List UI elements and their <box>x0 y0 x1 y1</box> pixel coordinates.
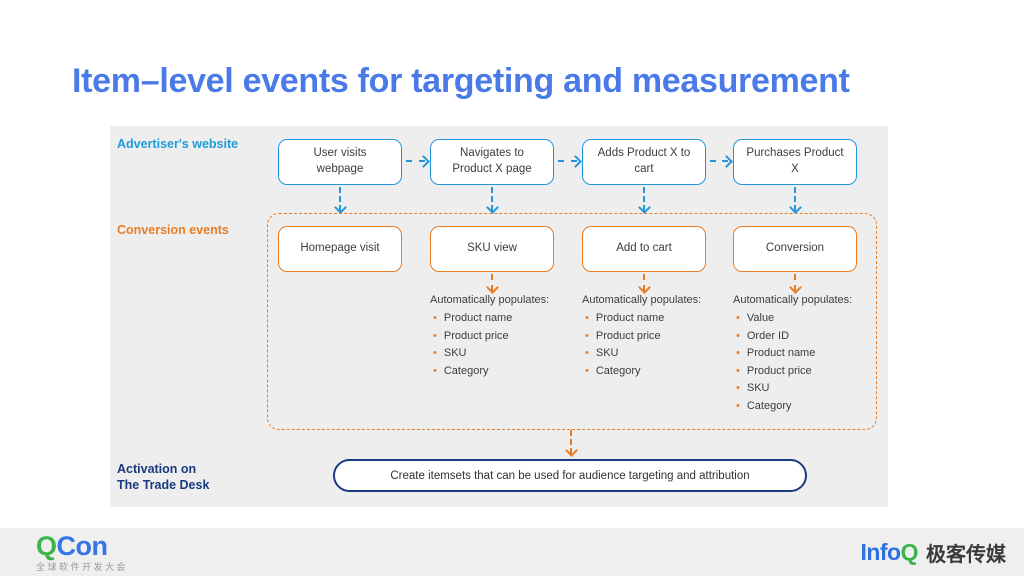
bullet-icon: • <box>585 312 589 324</box>
arrow-down-icon <box>794 187 796 211</box>
bullet-icon: • <box>585 364 589 377</box>
list-item: • Category <box>430 363 580 381</box>
list-item-text: Product name <box>595 312 665 324</box>
arrow-right-icon <box>406 160 425 162</box>
infoq-info-letters: Info <box>860 538 901 565</box>
list-item: • Product price <box>430 328 580 346</box>
populate-list-conversion: Automatically populates: • Value • Order I… <box>733 294 883 415</box>
infoq-brand-name: 极客传媒 <box>926 543 1006 566</box>
flow-box-navigates-product-page: Navigates to Product X page <box>430 139 554 185</box>
flow-box-purchases: Purchases Product X <box>733 139 857 185</box>
qcon-logo: QCon 全球软件开发大会 <box>36 530 129 572</box>
bullet-icon: • <box>736 347 740 359</box>
infoq-wordmark: InfoQ <box>860 539 918 566</box>
infoq-logo: InfoQ 极客传媒 <box>860 538 1006 567</box>
bullet-icon: • <box>433 312 437 324</box>
arrow-right-icon <box>710 160 728 162</box>
list-item: • Category <box>582 363 732 381</box>
list-item: • SKU <box>430 345 580 363</box>
qcon-subtitle: 全球软件开发大会 <box>36 561 129 572</box>
qcon-q-letter: Q <box>36 530 57 561</box>
conversion-box-add-to-cart: Add to cart <box>582 226 706 272</box>
bullet-icon: • <box>433 364 437 377</box>
label-activation-line2: The Trade Desk <box>117 478 210 492</box>
populate-heading: Automatically populates: <box>733 294 853 306</box>
list-item-text: Product name <box>443 312 513 324</box>
list-item: • Value <box>733 310 883 328</box>
populate-heading: Automatically populates: <box>582 294 702 306</box>
arrow-right-icon <box>558 160 577 162</box>
qcon-con-letters: Con <box>56 530 108 561</box>
label-advertisers-website: Advertiser's website <box>117 137 239 151</box>
bullet-icon: • <box>736 382 740 394</box>
list-item-text: SKU <box>443 347 467 359</box>
list-item-text: Product price <box>746 364 812 377</box>
arrow-down-icon <box>570 430 572 454</box>
populate-heading: Automatically populates: <box>430 294 550 306</box>
list-item: • SKU <box>733 380 883 398</box>
bullet-icon: • <box>585 329 589 342</box>
list-item: • SKU <box>582 345 732 363</box>
list-item-text: SKU <box>595 347 619 359</box>
list-item-text: Product name <box>746 347 816 359</box>
list-item-text: Value <box>746 312 775 324</box>
list-item: • Category <box>733 398 883 416</box>
populate-list-add-to-cart: Automatically populates: • Product name •… <box>582 294 732 380</box>
diagram-panel: Advertiser's website Conversion events A… <box>110 126 888 507</box>
slide-title: Item–level events for targeting and meas… <box>72 62 850 100</box>
bullet-icon: • <box>433 329 437 342</box>
infoq-q-letter: Q <box>900 538 919 565</box>
bullet-icon: • <box>736 399 740 412</box>
arrow-down-icon <box>339 187 341 211</box>
label-conversion-events: Conversion events <box>117 223 229 237</box>
bullet-icon: • <box>585 347 589 359</box>
list-item-text: Product price <box>443 329 509 342</box>
list-item: • Product name <box>430 310 580 328</box>
label-activation: Activation on The Trade Desk <box>117 461 209 493</box>
bullet-icon: • <box>736 364 740 377</box>
qcon-wordmark: QCon <box>36 530 128 561</box>
list-item-text: Category <box>746 399 792 412</box>
arrow-down-icon <box>794 274 796 291</box>
arrow-down-icon <box>491 187 493 211</box>
list-item: • Product name <box>733 345 883 363</box>
bullet-icon: • <box>433 347 437 359</box>
activation-itemsets-box: Create itemsets that can be used for aud… <box>333 459 807 492</box>
list-item: • Product price <box>733 363 883 381</box>
flow-box-user-visits-webpage: User visits webpage <box>278 139 402 185</box>
list-item-text: Order ID <box>746 329 790 342</box>
conversion-box-homepage-visit: Homepage visit <box>278 226 402 272</box>
conversion-events-container <box>267 213 877 430</box>
list-item-text: Product price <box>595 329 661 342</box>
list-item: • Order ID <box>733 328 883 346</box>
arrow-down-icon <box>643 274 645 291</box>
arrow-down-icon <box>491 274 493 291</box>
slide-footer: QCon 全球软件开发大会 InfoQ 极客传媒 <box>0 528 1024 576</box>
bullet-icon: • <box>736 312 740 324</box>
bullet-icon: • <box>736 329 740 342</box>
list-item-text: Category <box>595 364 641 377</box>
list-item: • Product price <box>582 328 732 346</box>
arrow-down-icon <box>643 187 645 211</box>
conversion-box-conversion: Conversion <box>733 226 857 272</box>
populate-list-sku-view: Automatically populates: • Product name •… <box>430 294 580 380</box>
list-item-text: SKU <box>746 382 770 394</box>
label-activation-line1: Activation on <box>117 462 197 476</box>
conversion-box-sku-view: SKU view <box>430 226 554 272</box>
list-item-text: Category <box>443 364 489 377</box>
list-item: • Product name <box>582 310 732 328</box>
flow-box-adds-to-cart: Adds Product X to cart <box>582 139 706 185</box>
